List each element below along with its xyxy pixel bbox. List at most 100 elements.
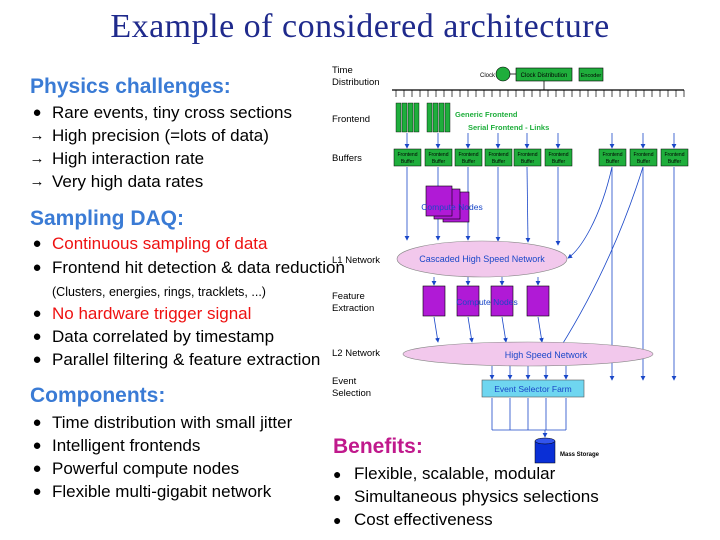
high-speed-network — [402, 341, 654, 367]
bullet: ● — [32, 104, 42, 121]
bullet: ● — [333, 466, 342, 482]
list-item: High interaction rate — [52, 149, 205, 168]
bullet: ● — [32, 414, 42, 431]
list-item: Powerful compute nodes — [52, 459, 240, 478]
frontend-chip — [413, 102, 420, 133]
buffer-label-top: Frontend — [602, 152, 622, 158]
buffer-label-bottom: Buffer — [521, 159, 535, 165]
row-label-selection: Selection — [332, 388, 371, 399]
frontend-chip — [395, 102, 402, 133]
bullet: ● — [32, 483, 42, 500]
list-item: Very high data rates — [52, 172, 204, 191]
data-link — [467, 316, 474, 343]
buffer-box — [513, 148, 542, 167]
list-item: Flexible, scalable, modular — [354, 464, 556, 483]
high-speed-network-label: High Speed Network — [505, 350, 588, 360]
bullet: ● — [32, 328, 42, 345]
buffer-box — [454, 148, 483, 167]
buffer-label-bottom: Buffer — [492, 159, 506, 165]
buffer-label-top: Frontend — [458, 152, 478, 158]
row-label-frontend: Frontend — [332, 114, 370, 125]
clock-label: Clock — [480, 73, 496, 79]
frontend-chip — [407, 102, 414, 133]
clock-bus-ticks — [395, 90, 685, 97]
bullet: ● — [333, 512, 342, 528]
frontend-chip — [432, 102, 439, 133]
compute-node — [422, 285, 446, 317]
buffer-label-top: Frontend — [548, 152, 568, 158]
buffer-label-bottom: Buffer — [552, 159, 566, 165]
list-item: High precision (=lots of data) — [52, 126, 269, 145]
list-item: Time distribution with small jitter — [52, 413, 293, 432]
physics-heading: Physics challenges: — [30, 75, 231, 98]
list-item: Simultaneous physics selections — [354, 487, 599, 506]
buffer-box — [598, 148, 627, 167]
mass-storage-label: Mass Storage — [560, 452, 600, 458]
frontend-chips — [395, 102, 451, 133]
list-item: No hardware trigger signal — [52, 304, 252, 323]
compute-node — [456, 285, 480, 317]
buffer-label-top: Frontend — [397, 152, 417, 158]
compute-nodes-label: Compute Nodes — [456, 297, 517, 307]
generic-frontend-label: Generic Frontend — [455, 110, 518, 119]
data-link — [525, 166, 531, 243]
compute-node — [490, 285, 514, 317]
components-heading: Components: — [30, 384, 166, 407]
event-selector-label: Event Selector Farm — [494, 384, 571, 394]
buffer-label-top: Frontend — [517, 152, 537, 158]
buffer-box — [544, 148, 573, 167]
data-link — [567, 166, 613, 259]
bullet: ● — [32, 351, 42, 368]
compute-nodes-label: Compute Nodes — [421, 202, 482, 212]
compute-node — [526, 285, 550, 317]
buffer-label-bottom: Buffer — [637, 159, 651, 165]
buffer-label-top: Frontend — [488, 152, 508, 158]
frontend-chip — [401, 102, 408, 133]
row-label-extraction: Extraction — [332, 303, 374, 314]
list-item: Data correlated by timestamp — [52, 327, 275, 346]
row-label-distribution: Distribution — [332, 77, 380, 88]
frontend-chip — [444, 102, 451, 133]
list-subitem: (Clusters, energies, rings, tracklets, .… — [52, 285, 266, 299]
cascaded-network — [396, 240, 568, 278]
data-link — [501, 316, 508, 343]
bullet: ● — [32, 437, 42, 454]
buffer-label-bottom: Buffer — [401, 159, 415, 165]
arrow-icon: → — [29, 173, 45, 190]
arrow-icon: → — [29, 150, 45, 167]
row-label-feature: Feature — [332, 291, 365, 302]
event-selector-farm — [481, 379, 585, 398]
compute-node — [425, 185, 453, 217]
buffer-box — [629, 148, 658, 167]
frontend-buffers: FrontendBufferFrontendBufferFrontendBuff… — [393, 148, 689, 167]
encoder-box — [578, 67, 604, 82]
buffer-label-top: Frontend — [633, 152, 653, 158]
data-link — [559, 166, 644, 349]
frontend-chip — [426, 102, 433, 133]
cascaded-network-label: Cascaded High Speed Network — [419, 254, 545, 264]
clock-icon — [495, 66, 511, 82]
list-item: Frontend hit detection & data reduction — [52, 258, 345, 277]
bullet: ● — [32, 305, 42, 322]
buffer-box — [393, 148, 422, 167]
mass-storage-icon — [534, 440, 556, 464]
row-label-l2-network: L2 Network — [332, 348, 380, 359]
buffer-label-top: Frontend — [664, 152, 684, 158]
list-item: Parallel filtering & feature extraction — [52, 350, 321, 369]
list-item: Rare events, tiny cross sections — [52, 103, 292, 122]
encoder-label: Encoder — [581, 73, 602, 79]
buffer-label-bottom: Buffer — [668, 159, 682, 165]
buffer-box — [660, 148, 689, 167]
bullet: ● — [333, 489, 342, 505]
buffer-box — [484, 148, 513, 167]
bullet: ● — [32, 460, 42, 477]
